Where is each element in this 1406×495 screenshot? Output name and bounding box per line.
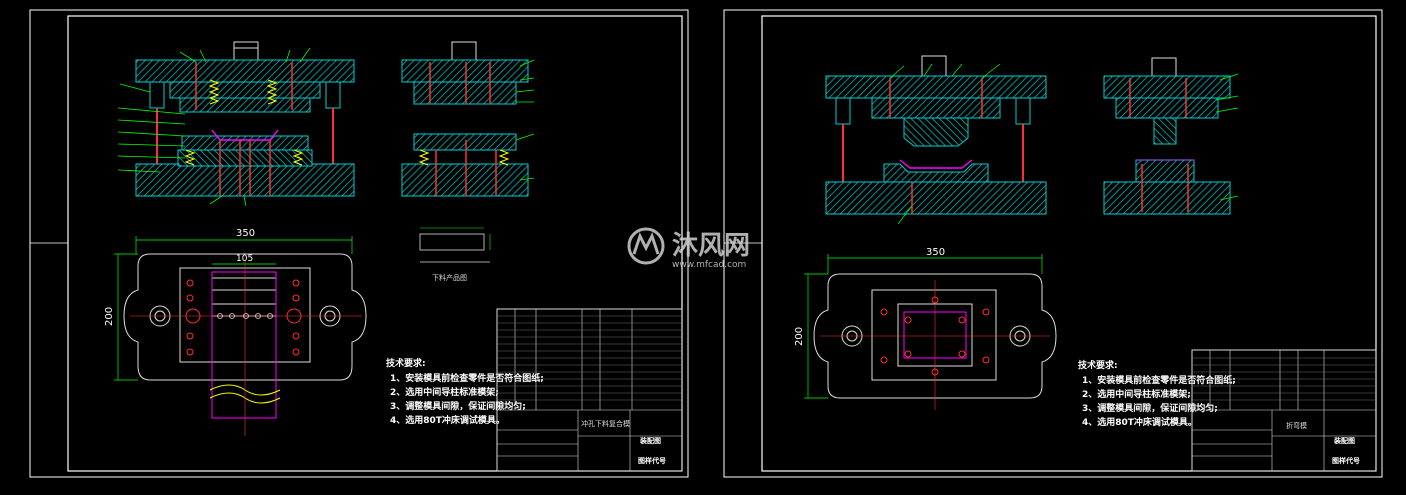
sheet-right: 350 200 技术要求: 1、安装模具前检查零件是否符合图纸; 2、选用中间导… [723, 9, 1383, 478]
title-block-right [1191, 349, 1377, 472]
product-caption: 下料产品图 [432, 273, 467, 282]
dimension-width: 350 [926, 247, 945, 258]
dimension-width: 350 [236, 228, 255, 239]
tech-req-title: 技术要求: [1078, 359, 1118, 371]
drawing-name: 冲孔下料复合模 [581, 419, 630, 428]
code-label: 图样代号 [1332, 456, 1360, 465]
bom-rows-right [1192, 357, 1376, 401]
tech-req-item: 3、调整模具间隙，保证间隙均匀; [390, 400, 526, 412]
tech-req-item: 2、选用中间导柱标准模架; [1082, 388, 1191, 400]
tech-req-item: 2、选用中间导柱标准模架; [390, 386, 499, 398]
watermark-brand: 沐风网 [672, 231, 750, 261]
code-label: 图样代号 [638, 456, 666, 465]
tech-req-item: 1、安装模具前检查零件是否符合图纸; [390, 372, 544, 384]
tech-req-item: 4、选用80T冲床调试模具。 [390, 414, 505, 426]
sheet-left-inner-frame [67, 15, 683, 472]
zone-label: 装配图 [639, 436, 661, 445]
sheet-left: 下料产品图 [29, 9, 689, 478]
drawing-name: 折弯模 [1286, 421, 1307, 430]
zone-label: 装配图 [1333, 436, 1355, 445]
tech-req-item: 3、调整模具间隙，保证间隙均匀; [1082, 402, 1218, 414]
bending-die-side-view [1103, 57, 1239, 215]
mfcad-logo-icon [627, 227, 665, 265]
dimension-inner: 105 [236, 254, 253, 264]
watermark-url: www.mfcad.com [672, 260, 746, 270]
tech-req-item: 4、选用80T冲床调试模具。 [1082, 416, 1197, 428]
sheet-right-inner-frame [761, 15, 1377, 472]
compound-die-plan-view: 350 105 200 [104, 228, 367, 436]
product-sketch: 下料产品图 [419, 227, 491, 282]
tech-requirements-left: 技术要求: 1、安装模具前检查零件是否符合图纸; 2、选用中间导柱标准模架; 3… [386, 357, 544, 426]
sheet-right-outer-border [723, 9, 1383, 478]
dimension-height: 200 [104, 307, 115, 326]
bending-die-front-view [825, 55, 1047, 225]
compound-die-side-view [401, 41, 535, 197]
watermark: 沐风网 www.mfcad.com [627, 227, 750, 270]
dimension-height: 200 [794, 327, 805, 346]
compound-die-front-view [117, 41, 355, 207]
bom-rows-left [497, 315, 682, 401]
sheet-left-outer-border [29, 9, 689, 478]
tech-req-title: 技术要求: [386, 357, 426, 369]
bending-die-plan-view: 350 200 [794, 247, 1057, 410]
tech-req-item: 1、安装模具前检查零件是否符合图纸; [1082, 374, 1236, 386]
tech-requirements-right: 技术要求: 1、安装模具前检查零件是否符合图纸; 2、选用中间导柱标准模架; 3… [1078, 359, 1236, 428]
title-block-left [496, 308, 683, 472]
